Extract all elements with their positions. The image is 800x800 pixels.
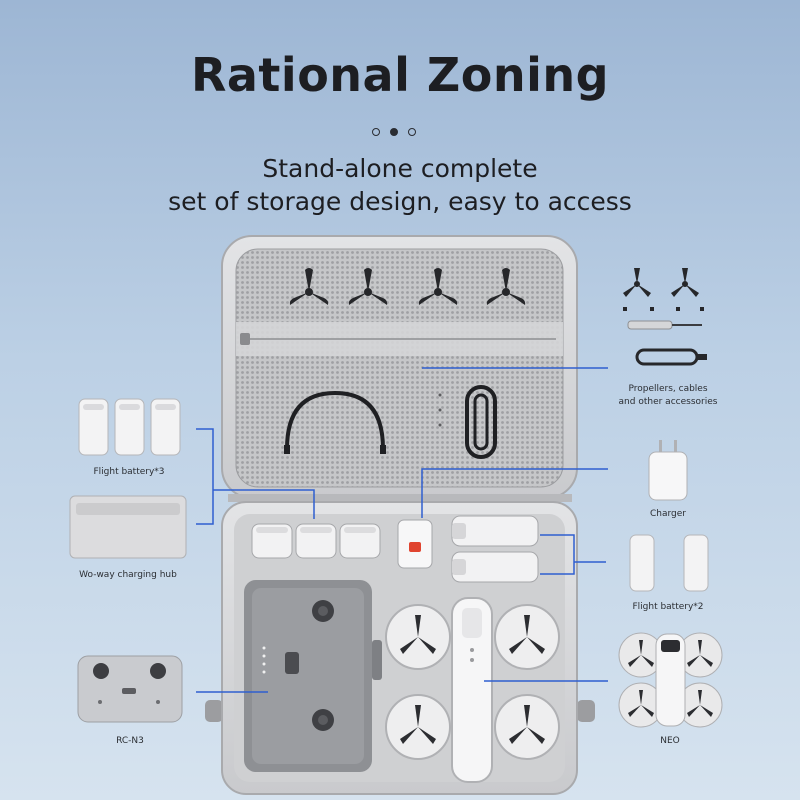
left-battery-group [78, 398, 181, 456]
label-rc: RC-N3 [116, 736, 144, 746]
label-neo: NEO [660, 736, 680, 746]
page-title: Rational Zoning [190, 48, 610, 102]
lid-propellers [289, 268, 526, 305]
right-accessories [623, 268, 707, 366]
lid-coiled-cable [465, 385, 497, 459]
right-battery-group [629, 534, 709, 592]
label-flight-battery-3: Flight battery*3 [93, 467, 165, 477]
base-remote-controller [244, 580, 382, 772]
label-charging-hub: Wo-way charging hub [79, 570, 177, 580]
subtitle: Stand-alone complete set of storage desi… [0, 152, 800, 218]
lid-small-screws [438, 393, 442, 427]
label-accessories: Propellers, cables and other accessories [608, 383, 728, 409]
strap-clip-right [577, 700, 595, 722]
carousel-dot-2[interactable] [390, 128, 398, 136]
lid-arc-cable [285, 390, 385, 450]
left-remote-controller [77, 655, 183, 723]
strap-clip-left [205, 700, 223, 722]
case-hinge [228, 494, 572, 502]
label-flight-battery-2: Flight battery*2 [632, 602, 704, 612]
carousel-dot-3[interactable] [408, 128, 416, 136]
carousel-dot-1[interactable] [372, 128, 380, 136]
base-drone-neo [385, 597, 560, 783]
subtitle-line-2: set of storage design, easy to access [168, 187, 632, 216]
label-accessories-line-2: and other accessories [618, 397, 718, 407]
label-charger: Charger [650, 509, 686, 519]
callout-lines [196, 367, 608, 693]
base-batteries-3 [251, 523, 381, 559]
base-charger [397, 519, 433, 569]
base-batteries-2 [451, 515, 539, 583]
case-lid [221, 235, 578, 499]
carousel-dots[interactable] [372, 128, 416, 136]
subtitle-line-1: Stand-alone complete [262, 154, 538, 183]
label-accessories-line-1: Propellers, cables [628, 384, 708, 394]
right-charger [648, 440, 688, 501]
right-drone-neo [618, 632, 723, 728]
left-charging-hub [69, 495, 187, 559]
